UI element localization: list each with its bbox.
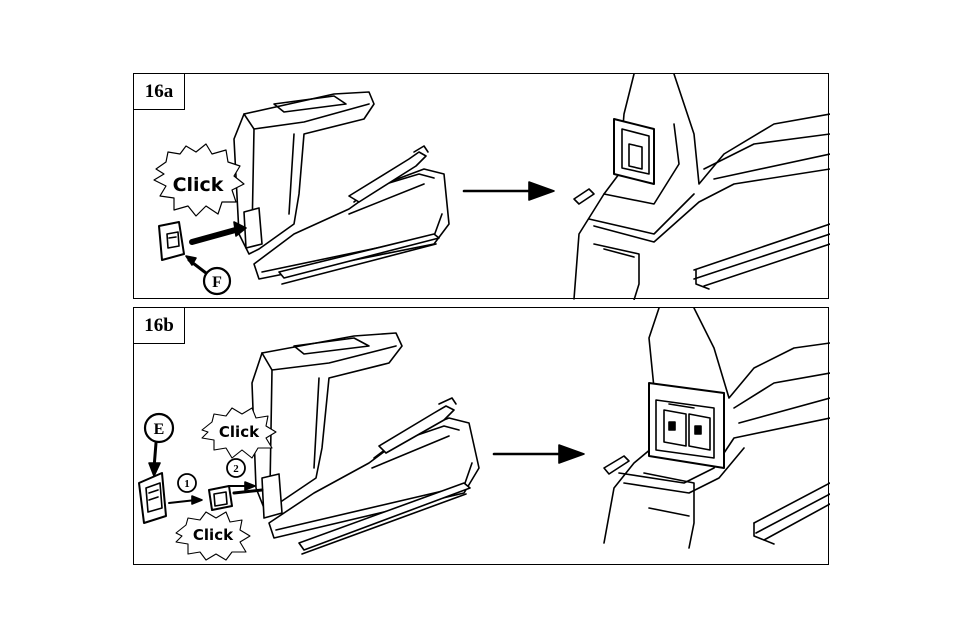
connector-16a xyxy=(158,221,185,261)
zoom-view-16a xyxy=(573,74,830,300)
zoom-view-16b xyxy=(603,308,830,549)
seat-base-16a xyxy=(253,145,450,280)
step-2: 2 xyxy=(233,463,239,475)
panel-16a: 16a xyxy=(133,73,830,300)
rail-16a xyxy=(278,233,440,285)
callout-e: E xyxy=(154,421,165,438)
seat-base-16b xyxy=(268,397,480,539)
click-label-16b-bottom: Click xyxy=(193,526,234,544)
step-1: 1 xyxy=(184,478,190,490)
diagram-16b: Click Click E 1 2 xyxy=(138,308,830,561)
panel-label-16a: 16a xyxy=(133,73,185,110)
click-label-16a: Click xyxy=(173,174,224,196)
panel-16b: 16b xyxy=(133,307,830,565)
diagram-16a: Click F xyxy=(153,74,830,300)
switch-panel-16b xyxy=(138,472,167,524)
click-label-16b-top: Click xyxy=(219,423,260,441)
callout-f: F xyxy=(212,274,222,291)
panel-label-16b: 16b xyxy=(133,307,185,344)
armrest-pillar-16a xyxy=(233,91,375,255)
plug-16b xyxy=(208,485,233,511)
rail-16b xyxy=(298,482,471,555)
